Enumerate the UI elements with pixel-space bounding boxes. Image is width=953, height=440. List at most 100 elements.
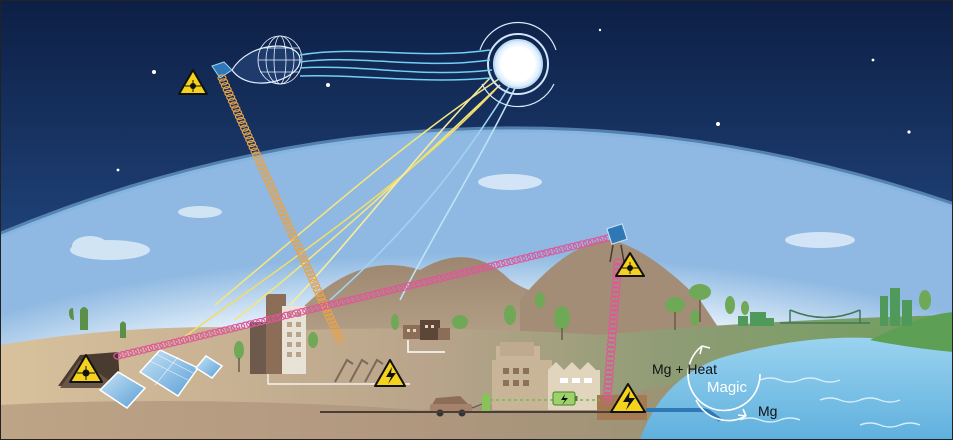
laser-coil-loop [393, 284, 404, 293]
laser-coil-loop [281, 311, 292, 320]
laser-coil-loop [236, 116, 246, 125]
laser-coil-loop [552, 246, 562, 255]
laser-beam-desert-to-mountain [113, 234, 613, 360]
laser-coil-loop [302, 263, 312, 271]
laser-coil-loop [271, 193, 281, 201]
laser-coil-loop [429, 276, 440, 284]
laser-coil-loop [220, 326, 230, 334]
mountain-relay-mirror [606, 223, 628, 263]
high-voltage-icon-factory [610, 383, 646, 413]
laser-coil-loop [330, 324, 340, 332]
laser-coil-loop [312, 286, 322, 294]
laser-coil-loop [325, 313, 335, 321]
magnesium-cycle [687, 345, 761, 422]
laser-coil-loop [210, 328, 220, 337]
laser-warning-icon-mountain [615, 252, 645, 277]
laser-coil-loop [245, 136, 255, 144]
laser-coil-loop [262, 174, 272, 182]
laser-coil-loop [220, 82, 231, 90]
laser-coil-loop [383, 287, 394, 295]
laser-coil-loop [267, 186, 277, 194]
laser-coil-loop [123, 349, 133, 358]
laser-coil-loop [304, 267, 314, 275]
laser-coil-loop [269, 190, 279, 198]
clouds [70, 174, 855, 260]
laser-coil-loop [307, 274, 317, 282]
laser-coil-loop [224, 89, 234, 98]
laser-coil-loop [205, 330, 215, 338]
laser-coil-loop [251, 319, 261, 327]
laser-coil-loop [200, 331, 210, 339]
laser-coil-loop [378, 288, 389, 296]
laser-coil-loop [217, 74, 227, 82]
laser-coil-loop [610, 295, 620, 303]
laser-coil-loop [531, 251, 542, 259]
laser-coil-loop [480, 263, 491, 272]
laser-coil-loop [603, 378, 614, 386]
battery-charging-icon [552, 391, 578, 406]
space-solar-collector [211, 35, 303, 85]
laser-coil-loop [235, 322, 246, 331]
laser-coil-loop [327, 300, 338, 309]
laser-coil-loop [347, 295, 358, 304]
laser-coil-loop [266, 315, 276, 323]
sea-waves [739, 377, 921, 428]
laser-coil-loop [231, 105, 241, 113]
laser-coil-loop [368, 290, 378, 299]
laser-coil-loop [243, 132, 253, 140]
laser-coil-loop [292, 240, 302, 248]
laser-coil-loop [164, 339, 174, 348]
laser-coil-loop [253, 155, 263, 163]
laser-coil-loop [322, 301, 333, 310]
laser-coil-loop [444, 272, 455, 280]
laser-coil-loop [295, 247, 305, 255]
laser-coil-loop [252, 151, 262, 159]
laser-coil-loop [607, 327, 618, 335]
laser-coil-loop [323, 309, 333, 317]
laser-coil-loop [592, 236, 603, 245]
laser-coil-loop [317, 303, 327, 311]
laser-coil-loop [288, 232, 298, 240]
laser-coil-loop [547, 247, 557, 256]
laser-coil-loop [536, 250, 547, 258]
laser-coil-loop [286, 310, 297, 318]
laser-coil-loop [226, 93, 236, 101]
laser-coil-loop [610, 299, 620, 307]
laser-coil-loop [605, 359, 615, 367]
laser-coil-loop [318, 297, 328, 306]
laser-coil-loop [286, 228, 296, 236]
laser-coil-loop [113, 352, 123, 360]
laser-coil-loop [296, 308, 307, 316]
village [403, 320, 450, 353]
laser-coil-loop [373, 289, 384, 298]
laser-coil-loop [250, 147, 260, 155]
laser-coil-loop [587, 237, 598, 246]
laser-coil-loop [159, 341, 169, 349]
space-light-streams [299, 49, 493, 81]
laser-coil-loop [388, 285, 399, 294]
laser-coil-loop [283, 220, 293, 228]
laser-coil-loop [567, 242, 578, 251]
sun [479, 21, 557, 108]
laser-coil-loop [174, 337, 185, 346]
laser-coil-loop [219, 78, 229, 86]
stars [116, 28, 911, 172]
laser-coil-loop [314, 290, 324, 298]
laser-coil-loop [604, 373, 614, 381]
laser-coil-loop [311, 282, 321, 290]
laser-coil-loop [465, 267, 475, 275]
laser-coil-loop [419, 278, 430, 287]
laser-coil-loop [255, 159, 265, 167]
laser-coil-loop [264, 178, 274, 186]
laser-coil-loop [222, 85, 232, 94]
laser-coil-loop [526, 252, 537, 261]
laser-coil-loop [608, 322, 618, 330]
laser-coil-loop [148, 343, 159, 352]
laser-coil-loop [455, 269, 465, 278]
laser-coil-loop [331, 328, 342, 336]
laser-coil-loop [607, 332, 617, 340]
laser-coil-loop [260, 170, 270, 178]
laser-coil-loop [577, 240, 588, 248]
laser-coil-loop [312, 304, 322, 312]
